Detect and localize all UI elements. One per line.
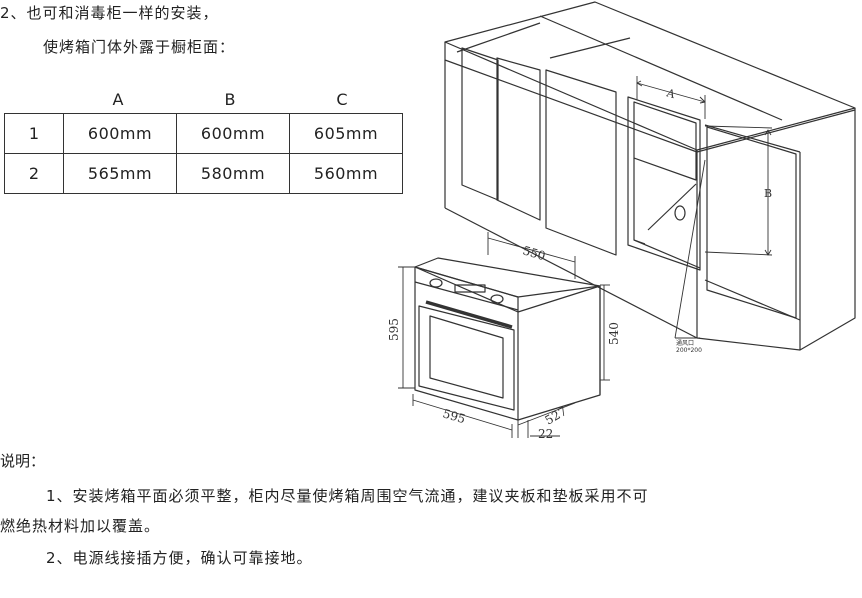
- column-header-a: A: [112, 90, 124, 109]
- note-item-2: 2、电源线接插方便，确认可靠接地。: [46, 549, 313, 567]
- dim-height-front: 595: [387, 318, 401, 341]
- table-cell: 600mm: [176, 113, 290, 154]
- table-cell: 560mm: [289, 153, 403, 194]
- cabinet-drawing: [444, 1, 856, 351]
- dim-top-depth: 550: [521, 243, 547, 263]
- dim-bottom-small: 22: [538, 427, 553, 441]
- column-header-c: C: [336, 90, 348, 109]
- table-cell: 600mm: [63, 113, 177, 154]
- oven-drawing: [414, 257, 601, 421]
- dim-width-front: 595: [441, 406, 467, 426]
- row-label: 2: [4, 153, 64, 194]
- section-subheading: 使烤箱门体外露于橱柜面：: [43, 38, 236, 56]
- note-item-1: 1、安装烤箱平面必须平整，柜内尽量使烤箱周围空气流通，建议夹板和垫板采用不可: [46, 487, 649, 505]
- dim-height-side: 540: [607, 322, 621, 345]
- table-row: 1 600mm 600mm 605mm: [4, 113, 403, 154]
- vent-size-label: 200*200: [676, 347, 702, 354]
- cabinet-dimension-lines: [636, 76, 773, 339]
- table-row: 2 565mm 580mm 560mm: [4, 153, 403, 194]
- dim-side-depth: 527: [543, 404, 570, 428]
- note-item-1-continued: 燃绝热材料加以覆盖。: [0, 517, 161, 535]
- notes-title: 说明：: [0, 452, 46, 470]
- table-cell: 565mm: [63, 153, 177, 194]
- dimension-table: 1 600mm 600mm 605mm 2 565mm 580mm 560mm: [4, 113, 403, 194]
- table-cell: 580mm: [176, 153, 290, 194]
- label-b: B: [764, 187, 772, 200]
- oven-dimension-lines: [398, 232, 610, 438]
- section-heading: 2、也可和消毒柜一样的安装，: [0, 4, 219, 22]
- column-header-b: B: [224, 90, 236, 109]
- vent-label: 通风口: [676, 339, 694, 347]
